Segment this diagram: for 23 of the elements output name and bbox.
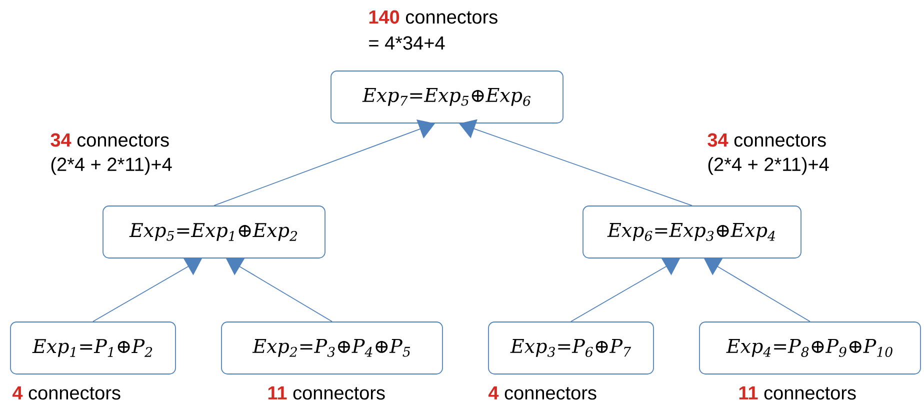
arrow <box>214 120 435 206</box>
formula-box: Exp$_{4}$=P$_{8}$⊕P$_{9}$⊕P$_{10}$ <box>699 322 921 374</box>
connector-count: 4 connectors <box>488 386 596 400</box>
formula-box: Exp$_{7}$=Exp$_{5}$⊕Exp$_{6}$ <box>330 70 564 124</box>
connector-count: (2*4 + 2*11)+4 <box>51 157 172 175</box>
formula-box: Exp$_{1}$=P$_{1}$⊕P$_{2}$ <box>10 322 176 374</box>
formula-box: Exp$_{5}$=Exp$_{1}$⊕Exp$_{2}$ <box>102 206 326 258</box>
connector-count: 34 connectors <box>708 133 826 147</box>
formula-box: Exp$_{6}$=Exp$_{3}$⊕Exp$_{4}$ <box>582 206 802 258</box>
formula-box: Exp$_{3}$=P$_{6}$⊕P$_{7}$ <box>488 322 654 374</box>
arrow <box>459 119 692 206</box>
arrow <box>704 258 810 322</box>
arrow <box>92 258 202 322</box>
connector-count: 11 connectors <box>739 386 856 400</box>
connector-count: 4 connectors <box>12 386 120 400</box>
connector-count: = 4*34+4 <box>369 36 445 50</box>
connector-count: (2*4 + 2*11)+4 <box>708 157 829 175</box>
connector-count: 11 connectors <box>268 386 385 400</box>
arrow <box>226 258 332 322</box>
connector-count: 140 connectors <box>369 10 498 24</box>
formula-box: Exp$_{2}$=P$_{3}$⊕P$_{4}$⊕P$_{5}$ <box>221 322 443 374</box>
arrow <box>570 258 680 322</box>
connector-count: 34 connectors <box>50 133 169 147</box>
